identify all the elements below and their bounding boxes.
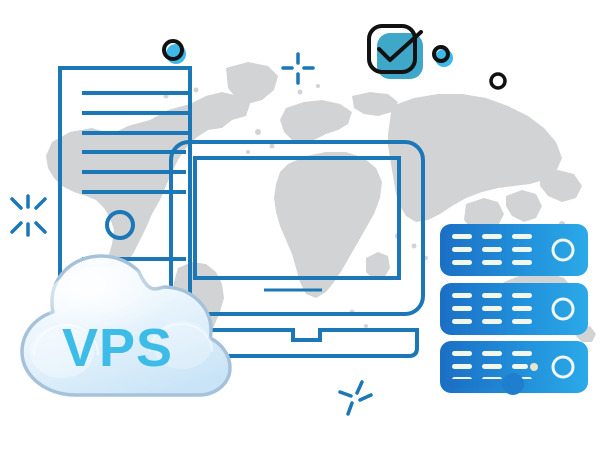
cloud-vps-label: VPS [62,318,173,378]
sparkle-star-bottom [338,380,373,416]
cloud-highlight-left [30,326,94,378]
server-rack [440,224,588,395]
server-unit-2-power-icon [551,297,575,321]
server-unit-3-power-icon [551,355,575,379]
check-badge-outline [367,24,417,74]
server-unit-2-leds [452,293,532,324]
checkmark-icon [377,30,423,62]
server-unit-2 [440,283,588,335]
cloud-highlight-right [152,321,212,369]
document-panel-lines [82,91,192,261]
sparkle-burst-left [10,194,47,237]
cloud-inner-arc-right [149,322,213,353]
decoration-dots [162,39,507,90]
document-panel-status-circle [105,210,135,240]
cloud-inner-arc-left [33,323,99,356]
monitor-bezel [169,140,425,316]
dot-ring-top-left-ring [162,39,184,61]
sparkle-plus-top [281,52,315,85]
dot-outline-small [489,72,507,90]
check-badge [367,24,423,79]
server-unit-1 [440,224,588,276]
dot-ring-top-right-ring [432,45,450,63]
monitor-screen [193,156,401,280]
server-rack-connector-node [502,373,524,395]
server-unit-1-leds [452,234,532,265]
server-unit-3-activity-dot [530,363,538,371]
cloud-highlight-main [46,266,170,338]
document-panel [58,66,192,317]
vps-cloud: VPS [20,254,232,397]
server-unit-1-power-icon [551,238,575,262]
